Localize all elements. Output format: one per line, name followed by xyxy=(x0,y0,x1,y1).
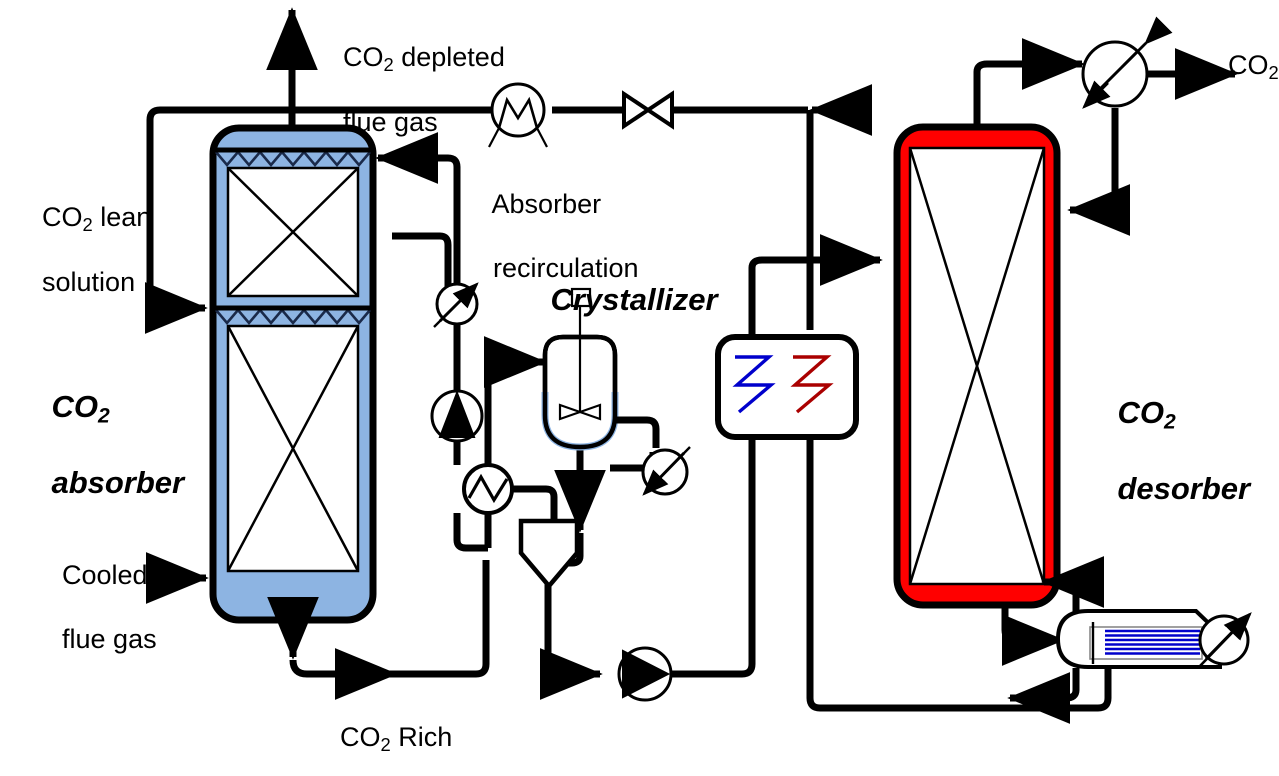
co2-absorber-column xyxy=(209,124,377,624)
label-rich-solution: CO2 Rich solution xyxy=(340,721,453,755)
pipe-rich-to-desorber xyxy=(748,234,883,370)
pipe-rich-solution-riser xyxy=(340,560,490,678)
reboiler xyxy=(1055,609,1222,669)
crystallizer-cooler xyxy=(641,446,691,496)
pipe-desorber-overhead xyxy=(973,38,1085,127)
agitator-impeller xyxy=(558,403,602,421)
label-co2-desorber: CO2 desorber xyxy=(1117,394,1251,507)
reboiler-heater xyxy=(1198,612,1252,667)
co2-desorber-column xyxy=(893,123,1061,609)
label-co2-product: CO2 xyxy=(1228,49,1279,83)
pressure-letdown-valve xyxy=(622,90,674,130)
slurry-heat-exchanger xyxy=(462,463,514,515)
label-cooled-flue-gas: Cooled flue gas xyxy=(62,559,157,654)
pipe-desorber-bottom-to-reboiler xyxy=(1001,605,1065,666)
pipe-reboiler-vapour-return xyxy=(1041,556,1105,612)
pipe-reboiler-liquid-out xyxy=(1007,668,1080,724)
pipe-hx-to-riser xyxy=(453,513,488,552)
pipe-cyclone-feed xyxy=(556,533,584,567)
hot-stream-zigzag xyxy=(790,355,834,414)
pipe-to-crystallizer xyxy=(483,336,547,548)
pipe-rich-solution-arrow xyxy=(289,648,398,700)
pipe-cyclone-bottom-to-pump xyxy=(539,570,603,700)
reboiler-tube-bundle xyxy=(1105,629,1200,655)
label-crystallizer: Crystallizer xyxy=(550,281,718,317)
lean-rich-heat-exchanger xyxy=(715,334,859,440)
pipe-recirc-to-absorber-elbow xyxy=(392,232,452,290)
label-co2-absorber: CO2 absorber xyxy=(51,388,185,501)
agitator-motor xyxy=(570,287,592,308)
cold-stream-zigzag xyxy=(732,355,776,414)
label-lean-solution: CO2 lean solution xyxy=(42,201,152,298)
pipe-lean-from-reboiler-loop xyxy=(806,440,1112,712)
pipe-pump-to-exchanger-cold-in xyxy=(668,400,756,678)
pipe-recirc-up xyxy=(400,154,461,240)
overhead-lean-cooler xyxy=(488,82,548,148)
absorber-recirculation-pump xyxy=(430,389,484,443)
slurry-pump xyxy=(617,646,673,702)
label-absorber-recirculation: Absorber recirculation xyxy=(491,188,639,283)
pipe-lean-solution-to-absorber xyxy=(144,106,522,334)
pipe-reflux-return xyxy=(1067,108,1131,236)
pipe-hx-to-cyclone-line xyxy=(509,485,558,523)
label-depleted-flue-gas: CO2 depleted flue gas xyxy=(343,41,505,138)
crystallizer-vessel xyxy=(541,287,619,451)
pipe-crystallizer-cooler-in xyxy=(615,416,660,448)
hydrocyclone xyxy=(518,518,580,590)
absorber-distributor-top xyxy=(215,149,371,168)
absorber-distributor-mid xyxy=(215,307,371,326)
co2-condenser xyxy=(1081,16,1173,109)
absorber-recirculation-cooler xyxy=(433,282,479,328)
